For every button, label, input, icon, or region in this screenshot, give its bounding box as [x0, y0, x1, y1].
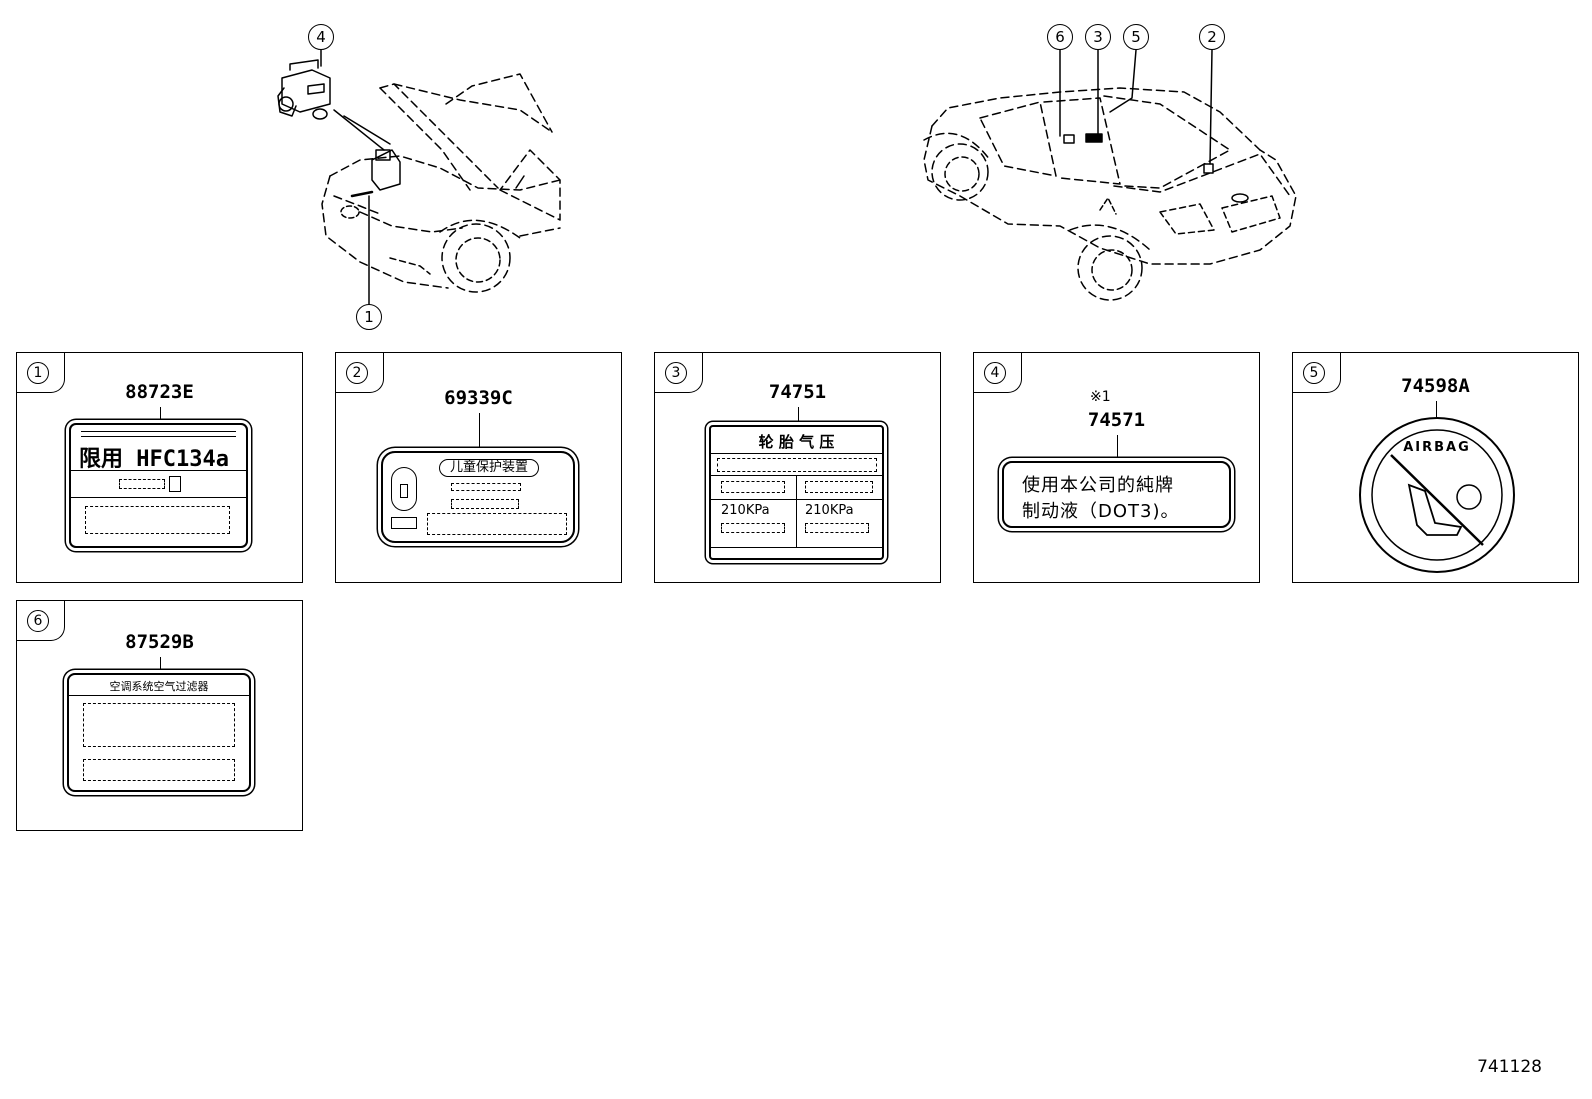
label-field [451, 483, 521, 491]
label-line1: 使用本公司的純牌 [1022, 475, 1174, 496]
panel-number: 2 [346, 362, 368, 384]
callout-3-top: 3 [1085, 24, 1111, 50]
panel-2: 2 69339C 儿童保护装置 [335, 352, 622, 583]
part-number: 74751 [768, 381, 827, 403]
panel-number: 4 [984, 362, 1006, 384]
label-title: 空调系统空气过滤器 [109, 680, 209, 693]
figure-code: 741128 [1477, 1057, 1542, 1077]
leader-line [160, 407, 161, 421]
label-87529B: 空调系统空气过滤器 [67, 673, 251, 792]
leader-line [1117, 435, 1118, 459]
panel-3: 3 74751 轮 胎 气 压 210KPa 210KPa [654, 352, 941, 583]
label-69339C: 儿童保护装置 [381, 451, 575, 543]
label-field [119, 479, 165, 489]
label-88723E: 限用 HFC134a [69, 423, 248, 548]
leader-line [160, 657, 161, 671]
panel-1: 1 88723E 限用 HFC134a [16, 352, 303, 583]
panel-6: 6 87529B 空调系统空气过滤器 [16, 600, 303, 831]
callout-6-top: 6 [1047, 24, 1073, 50]
panel-5: 5 74598A AIRBAG [1292, 352, 1579, 583]
seal-text: AIRBAG [1403, 440, 1471, 455]
callout-5-top: 5 [1123, 24, 1149, 50]
front-car-drawing [277, 59, 561, 293]
label-field [83, 703, 235, 747]
label-field [721, 523, 785, 533]
panel-tab: 3 [655, 353, 703, 393]
label-title: 儿童保护装置 [439, 459, 540, 477]
pressure-right: 210KPa [805, 503, 854, 518]
airbag-seal: AIRBAG [1359, 417, 1515, 573]
panel-tab: 5 [1293, 353, 1341, 393]
label-74571: 使用本公司的純牌 制动液（DOT3)。 [1002, 461, 1231, 528]
label-field [451, 499, 519, 509]
part-number: 74598A [1401, 375, 1470, 397]
label-field [717, 458, 877, 472]
pictogram [391, 467, 417, 511]
label-title: 轮 胎 气 压 [758, 433, 835, 451]
panel-number: 6 [27, 610, 49, 632]
vehicle-illustrations [277, 49, 1297, 305]
rear-car-drawing [923, 87, 1297, 301]
label-field [427, 513, 567, 535]
part-number: 69339C [444, 387, 513, 409]
panel-number: 1 [27, 362, 49, 384]
panel-tab: 6 [17, 601, 65, 641]
leader-line [479, 413, 480, 449]
label-field [721, 481, 785, 493]
panel-number: 5 [1303, 362, 1325, 384]
callout-2-top: 2 [1199, 24, 1225, 50]
label-74751: 轮 胎 气 压 210KPa 210KPa [709, 425, 884, 560]
panel-tab: 4 [974, 353, 1022, 393]
leader-line [798, 407, 799, 423]
label-field [83, 759, 235, 781]
pressure-left: 210KPa [721, 503, 770, 518]
label-field [805, 481, 873, 493]
label-field [85, 506, 230, 534]
label-field [391, 517, 417, 529]
part-number: 74571 [1087, 409, 1146, 431]
label-field [169, 476, 181, 492]
panel-4: 4 ※1 74571 使用本公司的純牌 制动液（DOT3)。 [973, 352, 1260, 583]
panel-number: 3 [665, 362, 687, 384]
part-number: 88723E [125, 381, 194, 403]
leader-line [1436, 401, 1437, 417]
part-number: 87529B [125, 631, 194, 653]
label-line2: 制动液（DOT3)。 [1022, 501, 1180, 522]
label-main-text: 限用 HFC134a [79, 447, 229, 472]
label-field [805, 523, 869, 533]
callout-4-top: 4 [308, 24, 334, 50]
callout-1-bottom: 1 [356, 304, 382, 330]
panel-tab: 2 [336, 353, 384, 393]
panel-tab: 1 [17, 353, 65, 393]
footnote-mark: ※1 [1090, 389, 1111, 405]
